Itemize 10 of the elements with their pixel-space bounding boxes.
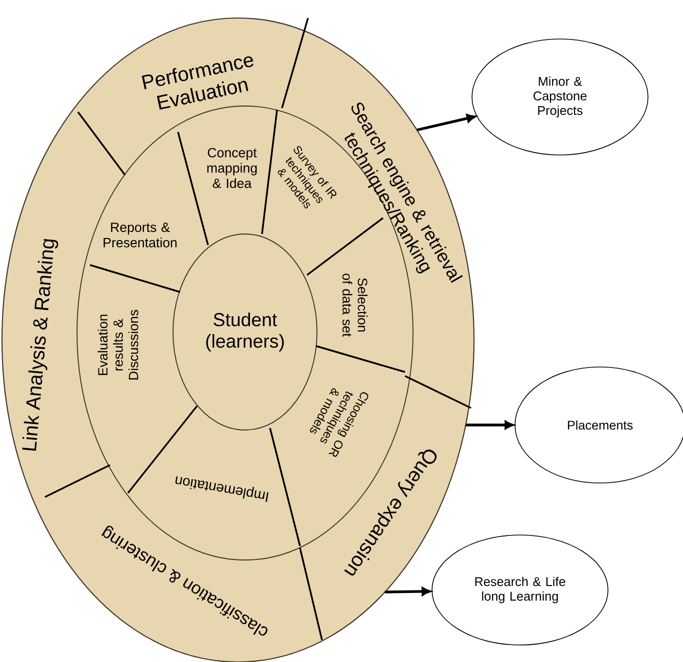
arrow [416,114,476,132]
segment-label: Reports & Presentation [104,222,177,248]
segment-label: Performance Evaluation [142,56,254,110]
center-label: Student (learners) [206,312,284,352]
arrow [384,587,431,596]
arrow [466,420,514,430]
segment-label: Selection of data set [342,274,368,337]
segment-label: Evaluation results & Discussions [98,310,138,380]
segment-label: Link Analysis & Ranking [22,239,58,451]
segment-label: Concept mapping & Idea [207,148,257,188]
